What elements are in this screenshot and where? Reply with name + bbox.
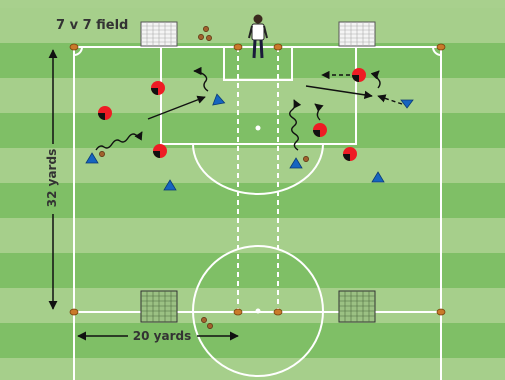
ball [206,35,211,40]
red-player [313,123,327,137]
width-label: 20 yards [133,329,191,343]
length-label: 32 yards [45,149,59,207]
red-player [151,81,165,95]
ball [201,317,206,322]
ball [203,26,208,31]
cone [274,309,282,315]
cone [274,44,282,50]
goal-bottom-right [339,291,375,322]
cone [70,44,78,50]
ball [207,323,212,328]
red-player [98,106,112,120]
penalty-spot [256,126,261,131]
goal-top-right [339,22,375,46]
center-spot [256,309,261,314]
ball [303,156,308,161]
red-player [153,144,167,158]
goal-bottom-left [141,291,177,322]
cone [234,309,242,315]
field-title: 7 v 7 field [56,18,128,33]
cone [437,309,445,315]
ball [198,34,203,39]
goal-top-left [141,22,177,46]
cone [437,44,445,50]
ball [99,151,104,156]
cone [70,309,78,315]
cone [234,44,242,50]
red-player [343,147,357,161]
red-player [352,68,366,82]
